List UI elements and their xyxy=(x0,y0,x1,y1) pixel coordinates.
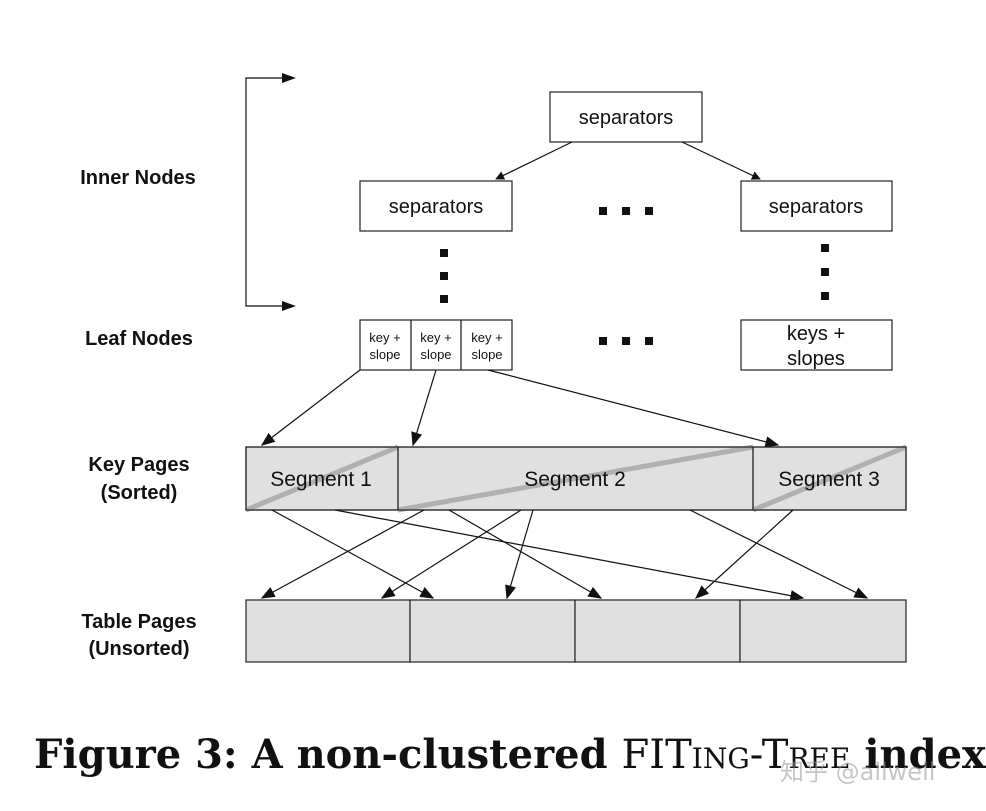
leaf-node-left: key + slope key + slope key + slope xyxy=(359,319,513,371)
leaf-cell-2-key: key + xyxy=(420,330,451,345)
edge-root-to-right xyxy=(681,141,761,180)
leaf-nodes-label: Leaf Nodes xyxy=(85,328,193,350)
edge-root-to-left xyxy=(495,141,573,180)
table-page-2 xyxy=(409,599,576,663)
key-pages-sorted-label: (Sorted) xyxy=(101,482,178,504)
inner-nodes-label: Inner Nodes xyxy=(80,167,196,189)
segment-3-label: Segment 3 xyxy=(778,468,880,491)
root-separator-label: separators xyxy=(579,107,674,129)
table-pages-label: Table Pages xyxy=(81,611,196,633)
inner-nodes-bracket xyxy=(245,77,294,307)
edge-leaf-to-segment-3 xyxy=(487,369,780,448)
figure-caption: Figure 3: A non-clustered FITing-Tree in… xyxy=(34,731,986,778)
leaf-cell-2-slope: slope xyxy=(420,347,451,362)
watermark: 知乎 @allwell xyxy=(780,758,936,786)
table-page-3 xyxy=(574,599,741,663)
right-separator-label: separators xyxy=(769,196,864,218)
table-pages-row xyxy=(245,599,907,663)
leaf-cell-1-slope: slope xyxy=(369,347,400,362)
leaf-cell-3-slope: slope xyxy=(471,347,502,362)
leaf-level-ellipsis xyxy=(599,337,653,345)
bracket-bottom-arrowhead xyxy=(282,301,296,311)
table-pages-unsorted-label: (Unsorted) xyxy=(88,638,189,660)
segment-2-slope-line xyxy=(397,444,754,513)
inner-level-ellipsis xyxy=(599,207,653,215)
segment-to-table-edges xyxy=(260,509,869,602)
segment-1-label: Segment 1 xyxy=(270,468,372,491)
root-separator-node: separators xyxy=(549,91,703,143)
caption-suffix: index xyxy=(850,731,986,778)
key-pages-label: Key Pages xyxy=(88,454,189,476)
table-page-1 xyxy=(245,599,411,663)
leaf-cell-1-key: key + xyxy=(369,330,400,345)
edge-leaf-to-segment-2 xyxy=(411,369,437,447)
key-pages-row: Segment 1 Segment 2 Segment 3 xyxy=(245,444,907,513)
caption-prefix: Figure 3: A non-clustered xyxy=(34,731,622,778)
segment-1-slope-line xyxy=(245,444,399,513)
leaf-cell-3-key: key + xyxy=(471,330,502,345)
left-vertical-ellipsis xyxy=(440,249,448,303)
left-separator-label: separators xyxy=(389,196,484,218)
leaf-right-keys-label: keys + xyxy=(787,323,845,345)
table-page-4 xyxy=(739,599,907,663)
edge-leaf-to-segment-1 xyxy=(260,369,361,446)
leaf-node-right: keys + slopes xyxy=(740,319,893,371)
right-vertical-ellipsis xyxy=(821,244,829,300)
caption-fiting-tree: FITing-Tree xyxy=(621,732,851,778)
segment-3-slope-line xyxy=(752,444,907,513)
leaf-right-slopes-label: slopes xyxy=(787,348,845,370)
right-separator-node: separators xyxy=(740,180,893,232)
segment-2-label: Segment 2 xyxy=(524,468,626,491)
left-separator-node: separators xyxy=(359,180,513,232)
bracket-top-arrowhead xyxy=(282,73,296,83)
